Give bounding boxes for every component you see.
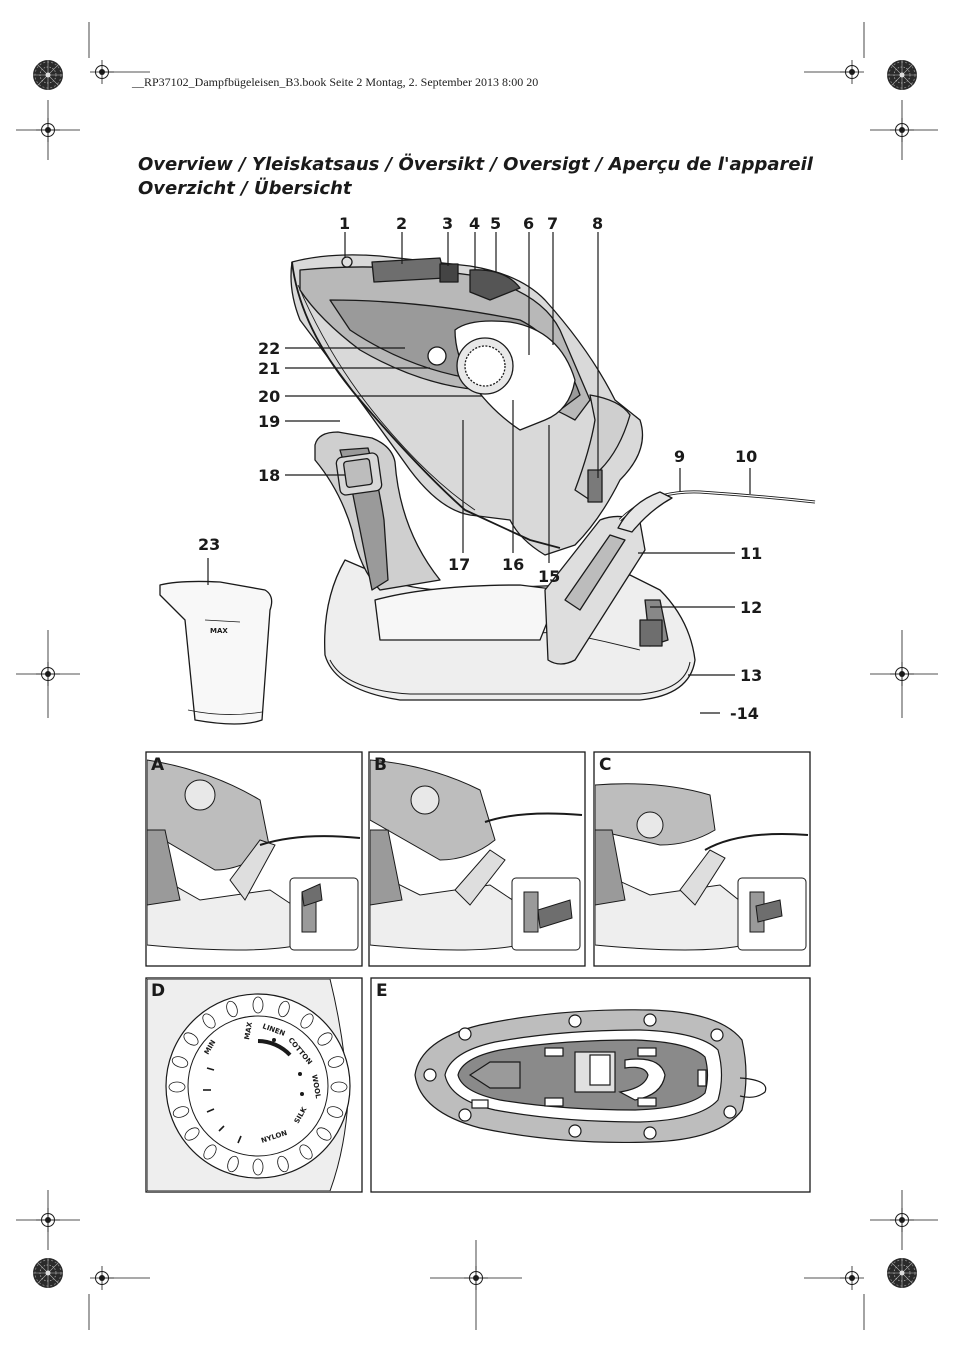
title-line-2: Overzicht / Übersicht xyxy=(138,178,352,199)
callout-2: 2 xyxy=(396,214,407,233)
jug-max-label: MAX xyxy=(210,627,228,635)
base-screw-holes xyxy=(423,1013,737,1140)
callout-3: 3 xyxy=(442,214,453,233)
callout-19: 19 xyxy=(258,412,280,431)
callout-leader-lines xyxy=(207,232,751,714)
callout-1: 1 xyxy=(339,214,350,233)
callout-18: 18 xyxy=(258,466,280,485)
dial-grip-ring xyxy=(168,996,348,1176)
callout-21: 21 xyxy=(258,359,280,378)
callout-20: 20 xyxy=(258,387,280,406)
callout-7: 7 xyxy=(547,214,558,233)
callout-15: 15 xyxy=(538,567,560,586)
panel-c: C xyxy=(593,751,811,967)
callout-5: 5 xyxy=(490,214,501,233)
title-line-1: Overview / Yleiskatsaus / Översikt / Ove… xyxy=(138,154,813,175)
panel-d: MIN MAX LINEN COTTON WOOL SILK NYLON D xyxy=(145,977,363,1193)
panel-c-label: C xyxy=(599,755,611,775)
callout-12: 12 xyxy=(740,598,762,617)
panel-a: A xyxy=(145,751,363,967)
panel-b-label: B xyxy=(374,755,387,775)
iron-drawing xyxy=(159,254,816,725)
callout-labels: 1 2 3 4 5 6 7 8 9 10 11 12 13 -14 15 16 … xyxy=(198,214,762,723)
dial-max: MAX xyxy=(243,1021,254,1040)
callout-6: 6 xyxy=(523,214,534,233)
callout-17: 17 xyxy=(448,555,470,574)
callout-8: 8 xyxy=(592,214,603,233)
panel-d-label: D xyxy=(151,981,165,1001)
callout-22: 22 xyxy=(258,339,280,358)
callout-4: 4 xyxy=(469,214,480,233)
print-header: __RP37102_Dampfbügeleisen_B3.book Seite … xyxy=(132,75,539,89)
panel-b: B xyxy=(368,751,586,967)
callout-11: 11 xyxy=(740,544,762,563)
callout-16: 16 xyxy=(502,555,524,574)
page-title: Overview / Yleiskatsaus / Översikt / Ove… xyxy=(138,153,813,201)
callout-23: 23 xyxy=(198,535,220,554)
dial-ticks xyxy=(203,1067,242,1144)
callout-10: 10 xyxy=(735,447,757,466)
panel-a-label: A xyxy=(151,755,165,775)
callout-13: 13 xyxy=(740,666,762,685)
callout-9: 9 xyxy=(674,447,685,466)
panel-e: E xyxy=(370,977,811,1193)
callout-14: -14 xyxy=(730,704,759,723)
panel-e-label: E xyxy=(376,981,388,1001)
